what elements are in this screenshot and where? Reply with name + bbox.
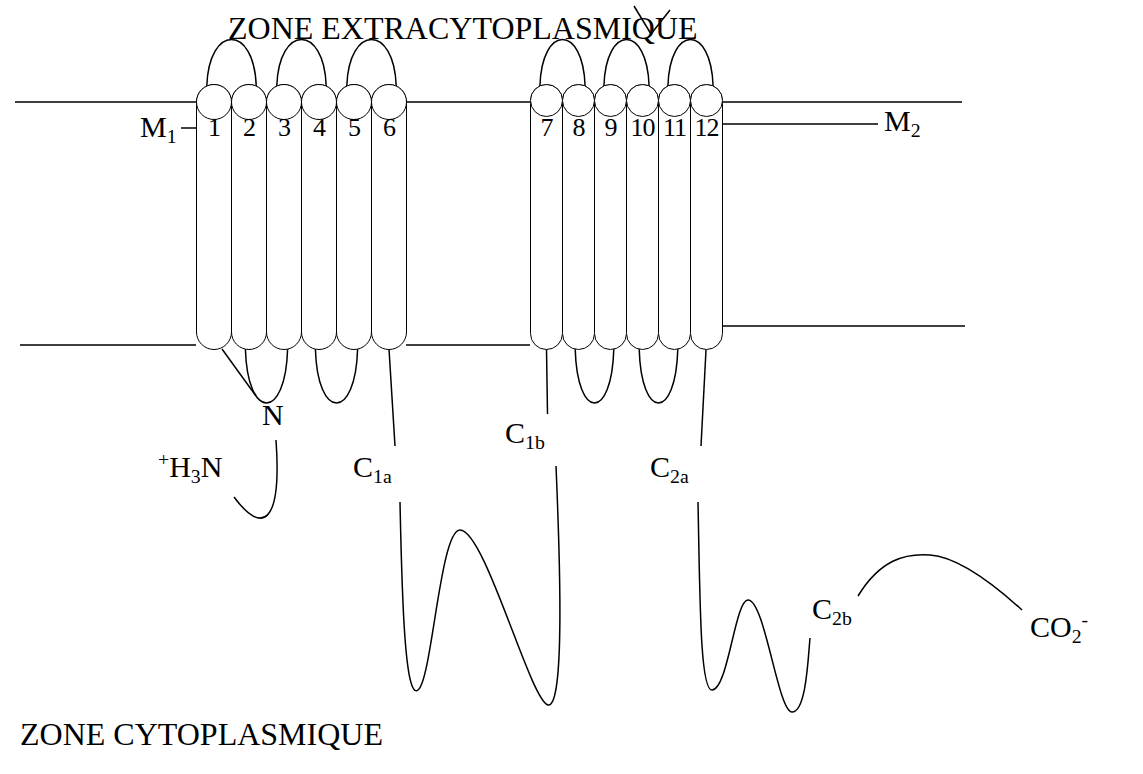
helix-number-holder: 11 <box>659 115 690 141</box>
zone-label: ZONE EXTRACYTOPLASMIQUE <box>228 12 698 44</box>
amino-terminus-label: +H3N <box>158 452 222 482</box>
helix-cylinder: 7 <box>530 84 563 350</box>
loop-line <box>540 40 585 87</box>
loop-line <box>639 349 678 403</box>
helix-number: 2 <box>243 113 255 142</box>
loop-line <box>575 349 614 403</box>
helix-number: 7 <box>541 113 553 142</box>
label-text: ZONE EXTRACYTOPLASMIQUE <box>228 10 698 46</box>
helix-cylinder: 12 <box>690 84 723 350</box>
membrane-domain-label: M1 <box>140 112 177 142</box>
helix-number-holder: 2 <box>232 115 266 141</box>
cytoplasmic-domain-label: C1b <box>505 418 545 448</box>
helix-cylinder: 6 <box>371 84 407 350</box>
label-text: M <box>140 110 167 143</box>
subscript-text: 2b <box>832 607 852 629</box>
loop-line <box>277 40 326 87</box>
helix-top-circle <box>562 84 595 117</box>
helix-number-holder: 8 <box>563 115 594 141</box>
label-text: N <box>262 398 284 431</box>
cytoplasmic-domain-label: C2b <box>812 594 852 624</box>
helix-number-holder: 3 <box>267 115 301 141</box>
subscript-text: 2a <box>670 465 689 487</box>
helix-number-holder: 7 <box>531 115 562 141</box>
label-text: H <box>169 450 191 483</box>
label-text: C <box>505 416 525 449</box>
helix-cylinder: 8 <box>562 84 595 350</box>
helix-top-circle <box>658 84 691 117</box>
helix-number: 4 <box>313 113 325 142</box>
helix-number: 3 <box>278 113 290 142</box>
label-text: C <box>812 592 832 625</box>
n-terminus-line <box>222 349 256 396</box>
loop-line <box>668 40 713 87</box>
subscript-text: 1a <box>373 465 392 487</box>
loop-line <box>315 349 357 403</box>
helix-number: 12 <box>695 113 719 142</box>
helix-number: 9 <box>605 113 617 142</box>
label-text: C <box>353 450 373 483</box>
helix-number-holder: 6 <box>372 115 406 141</box>
helix-top-circle <box>690 84 723 117</box>
helix-number: 11 <box>663 113 686 142</box>
helix-cylinder: 2 <box>231 84 267 350</box>
helix-number-holder: 1 <box>197 115 231 141</box>
helix-number-holder: 12 <box>691 115 722 141</box>
superscript-text: - <box>1082 608 1089 630</box>
helix-cylinder: 4 <box>301 84 337 350</box>
c-terminus-line <box>701 350 706 446</box>
helix-number: 6 <box>383 113 395 142</box>
helix-number: 5 <box>348 113 360 142</box>
helix-top-circle <box>626 84 659 117</box>
subscript-text: 1 <box>167 125 177 147</box>
helix-number: 10 <box>631 113 655 142</box>
helix-number-holder: 10 <box>627 115 658 141</box>
subscript-text: 2 <box>911 119 921 141</box>
label-text: N <box>201 450 223 483</box>
helix-number-holder: 4 <box>302 115 336 141</box>
loop-line <box>245 349 287 403</box>
label-text: M <box>884 104 911 137</box>
helix-number-holder: 5 <box>337 115 371 141</box>
label-text: C <box>650 450 670 483</box>
helix-top-circle <box>530 84 563 117</box>
helix-cylinder: 10 <box>626 84 659 350</box>
zone-label: ZONE CYTOPLASMIQUE <box>20 718 383 750</box>
n-terminus-tail <box>234 440 277 518</box>
loop-line <box>389 349 560 705</box>
membrane-inner-line <box>20 326 965 345</box>
helix-number: 1 <box>208 113 220 142</box>
helix-cylinder: 1 <box>196 84 232 350</box>
helix-cylinder: 11 <box>658 84 691 350</box>
helix-number: 8 <box>573 113 585 142</box>
subscript-text: 3 <box>191 465 201 487</box>
membrane-domain-label: M2 <box>884 106 921 136</box>
loop-line <box>604 40 649 87</box>
label-text: CO <box>1030 610 1072 643</box>
membrane-outer-line <box>15 101 962 103</box>
cytoplasmic-domain-label: C1a <box>353 452 392 482</box>
c-terminus-loop <box>698 502 810 712</box>
subscript-text: 2 <box>1072 625 1082 647</box>
c-terminus-tail <box>858 555 1022 610</box>
leader-line <box>722 123 878 125</box>
loop-line <box>347 40 396 87</box>
superscript-text: + <box>158 448 169 470</box>
leader-line <box>181 127 196 129</box>
terminus-label: N <box>262 400 284 430</box>
carboxyl-terminus-label: CO2- <box>1030 612 1088 642</box>
helix-cylinder: 9 <box>594 84 627 350</box>
label-text: ZONE CYTOPLASMIQUE <box>20 716 383 752</box>
cytoplasmic-domain-label: C2a <box>650 452 689 482</box>
helix-top-circle <box>594 84 627 117</box>
helix-cylinder: 3 <box>266 84 302 350</box>
loop-line <box>207 40 256 87</box>
helix-cylinder: 5 <box>336 84 372 350</box>
helix-number-holder: 9 <box>595 115 626 141</box>
subscript-text: 1b <box>525 431 545 453</box>
